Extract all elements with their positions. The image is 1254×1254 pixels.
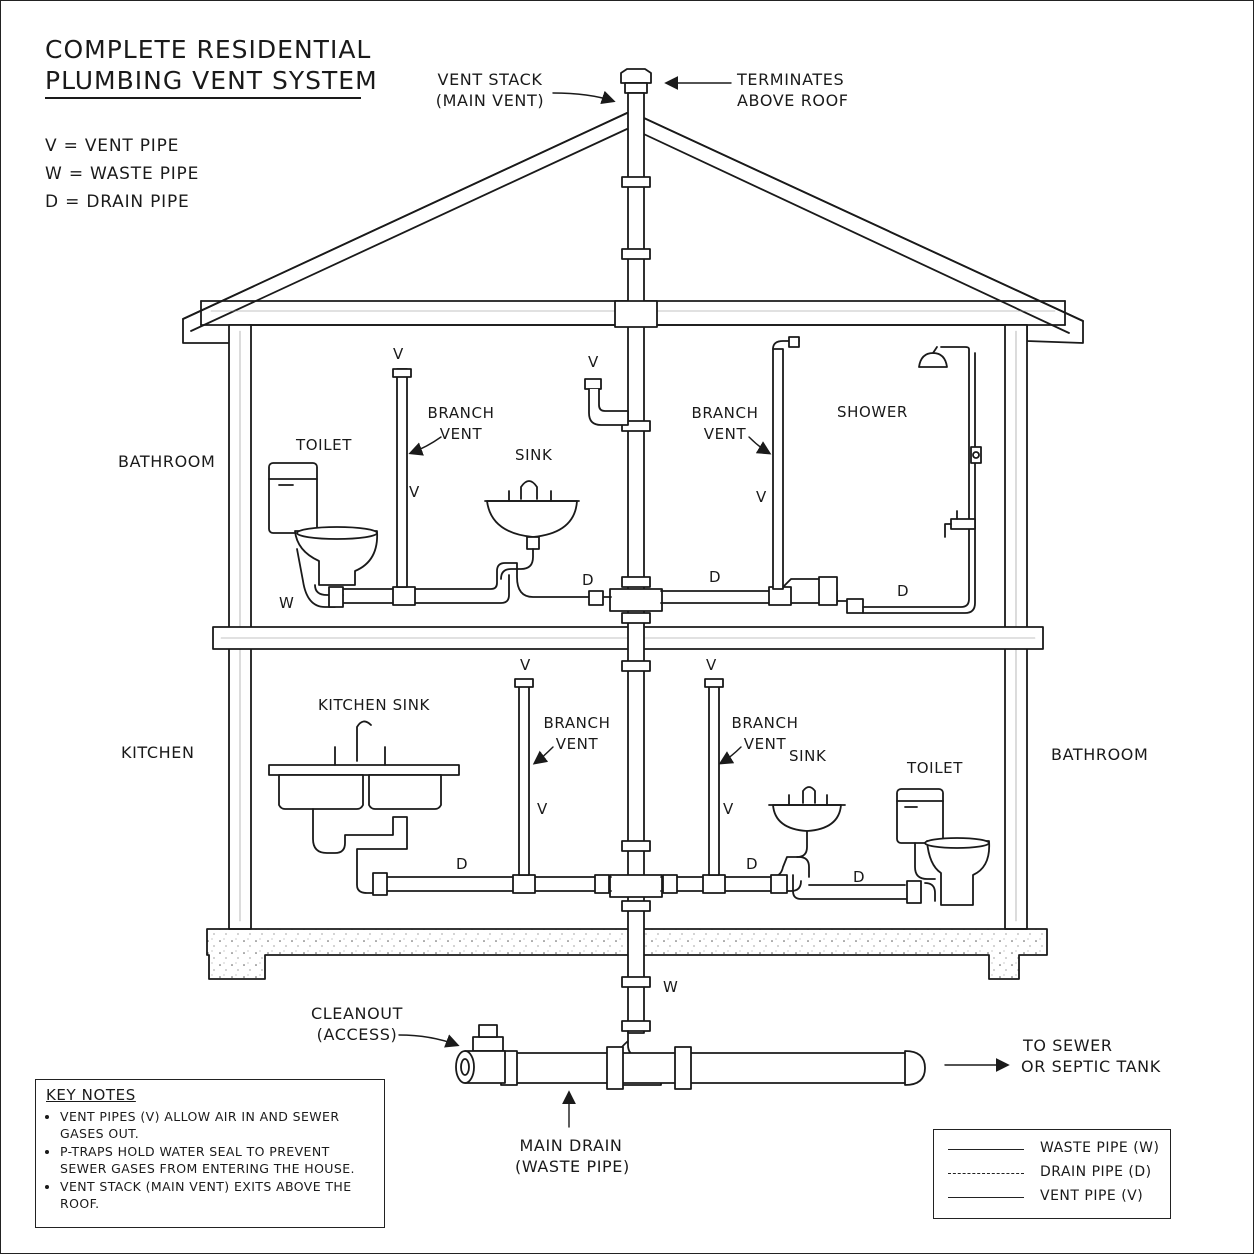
abbrev-vent: V = VENT PIPE: [45, 136, 180, 156]
terminates-label-line2: ABOVE ROOF: [737, 91, 849, 110]
branch-vent-upper-left: [392, 368, 412, 588]
pipe-letter-d: D: [709, 568, 722, 586]
branch-vent-lower-left: [514, 678, 534, 876]
legend-row-waste: WASTE PIPE (W): [934, 1140, 1170, 1160]
branch-vent-lower-right: [704, 678, 724, 876]
legend-sample-solid: [948, 1149, 1024, 1150]
vent-stack-label-line2: (MAIN VENT): [435, 91, 545, 110]
key-note-item: VENT PIPES (V) ALLOW AIR IN AND SEWER GA…: [60, 1108, 374, 1142]
key-note-item: VENT STACK (MAIN VENT) EXITS ABOVE THE R…: [60, 1178, 374, 1212]
terminates-label: TERMINATES ABOVE ROOF: [737, 69, 849, 111]
pipe-letter-d: D: [456, 855, 469, 873]
to-sewer-label-line1: TO SEWER: [1023, 1036, 1113, 1055]
lower-drain-left: [372, 872, 612, 896]
pipe-letter-d: D: [853, 868, 866, 886]
main-drain-label-line1: MAIN DRAIN: [519, 1136, 623, 1155]
branch-vent-label-lower-right: BRANCH VENT: [729, 713, 801, 755]
legend-label: VENT PIPE (V): [1040, 1188, 1144, 1204]
main-drain-label-line2: (WASTE PIPE): [515, 1157, 630, 1176]
label-sink-upper: SINK: [515, 446, 553, 464]
branch-vent-word-1: BRANCH: [543, 714, 611, 732]
branch-vent-upper-right: [772, 336, 800, 590]
cleanout-label-line2: (ACCESS): [316, 1025, 398, 1044]
label-toilet-upper: TOILET: [296, 436, 352, 454]
abbrev-waste: W = WASTE PIPE: [45, 164, 200, 184]
pipe-letter-v: V: [393, 345, 404, 363]
key-notes-box: KEY NOTES VENT PIPES (V) ALLOW AIR IN AN…: [35, 1079, 385, 1228]
legend-row-drain: DRAIN PIPE (D): [934, 1164, 1170, 1184]
terminates-label-line1: TERMINATES: [737, 70, 845, 89]
label-kitchen-sink: KITCHEN SINK: [318, 696, 430, 714]
legend-row-vent: VENT PIPE (V): [934, 1188, 1170, 1208]
pipe-letter-d: D: [746, 855, 759, 873]
to-sewer-label-line2: OR SEPTIC TANK: [1021, 1057, 1161, 1076]
branch-vent-word-2: VENT: [439, 425, 483, 443]
pipe-letter-v: V: [723, 800, 734, 818]
branch-vent-word-1: BRANCH: [691, 404, 759, 422]
label-shower: SHOWER: [837, 403, 908, 421]
key-notes-heading: KEY NOTES: [46, 1086, 136, 1104]
pipe-letter-v: V: [537, 800, 548, 818]
main-drain-label: MAIN DRAIN (WASTE PIPE): [515, 1135, 630, 1177]
legend-label: WASTE PIPE (W): [1040, 1140, 1160, 1156]
vent-stack-label-line1: VENT STACK: [437, 70, 543, 89]
pipe-letter-w: W: [663, 978, 679, 996]
pipe-letter-v: V: [756, 488, 767, 506]
room-bathroom-upper: BATHROOM: [118, 452, 216, 471]
vent-elbow-upper: [584, 378, 629, 426]
branch-vent-word-2: VENT: [703, 425, 747, 443]
abbrev-drain: D = DRAIN PIPE: [45, 192, 190, 212]
branch-vent-word-2: VENT: [555, 735, 599, 753]
branch-vent-label-upper-left: BRANCH VENT: [425, 403, 497, 445]
pipe-letter-d: D: [897, 582, 910, 600]
toilet-lower: [896, 788, 991, 906]
title-underline: [45, 97, 361, 99]
foundation-slab: [206, 928, 1048, 980]
toilet-upper: [268, 462, 378, 608]
pipe-letter-v: V: [520, 656, 531, 674]
main-drain: [455, 1024, 926, 1090]
legend-sample-solid: [948, 1197, 1024, 1198]
key-note-item: P-TRAPS HOLD WATER SEAL TO PREVENT SEWER…: [60, 1143, 374, 1177]
to-sewer-label: TO SEWER OR SEPTIC TANK: [1021, 1035, 1161, 1077]
branch-vent-word-2: VENT: [743, 735, 787, 753]
branch-vent-label-lower-left: BRANCH VENT: [541, 713, 613, 755]
line-type-legend: WASTE PIPE (W) DRAIN PIPE (D) VENT PIPE …: [933, 1129, 1171, 1219]
sink-lower: [768, 786, 846, 858]
sink-upper: [484, 480, 580, 580]
pipe-letter-v: V: [588, 353, 599, 371]
cleanout-label: CLEANOUT (ACCESS): [307, 1003, 407, 1045]
shower-head: [918, 346, 982, 538]
pipe-letter-d: D: [582, 571, 595, 589]
label-sink-lower: SINK: [789, 747, 827, 765]
upper-drain-left: [340, 562, 612, 606]
key-notes-list: VENT PIPES (V) ALLOW AIR IN AND SEWER GA…: [46, 1108, 374, 1212]
legend-sample-dashed: [948, 1173, 1024, 1174]
main-vent-stack: [609, 68, 663, 1086]
pipe-letter-v: V: [706, 656, 717, 674]
legend-label: DRAIN PIPE (D): [1040, 1164, 1152, 1180]
vent-stack-label: VENT STACK (MAIN VENT): [425, 69, 555, 111]
pipe-letter-v: V: [409, 483, 420, 501]
room-kitchen: KITCHEN: [121, 743, 195, 762]
cleanout-label-line1: CLEANOUT: [311, 1004, 403, 1023]
label-toilet-lower: TOILET: [907, 759, 963, 777]
title-line-1: COMPLETE RESIDENTIAL: [45, 35, 372, 64]
pipe-letter-w: W: [279, 594, 295, 612]
upper-drain-right: [660, 346, 976, 614]
branch-vent-word-1: BRANCH: [731, 714, 799, 732]
branch-vent-label-upper-right: BRANCH VENT: [689, 403, 761, 445]
leader-arrows: [398, 76, 1010, 1128]
lower-drain-right: [660, 856, 922, 904]
title-line-2: PLUMBING VENT SYSTEM: [45, 66, 378, 95]
room-bathroom-lower: BATHROOM: [1051, 745, 1149, 764]
kitchen-sink: [268, 720, 460, 894]
branch-vent-word-1: BRANCH: [427, 404, 495, 422]
